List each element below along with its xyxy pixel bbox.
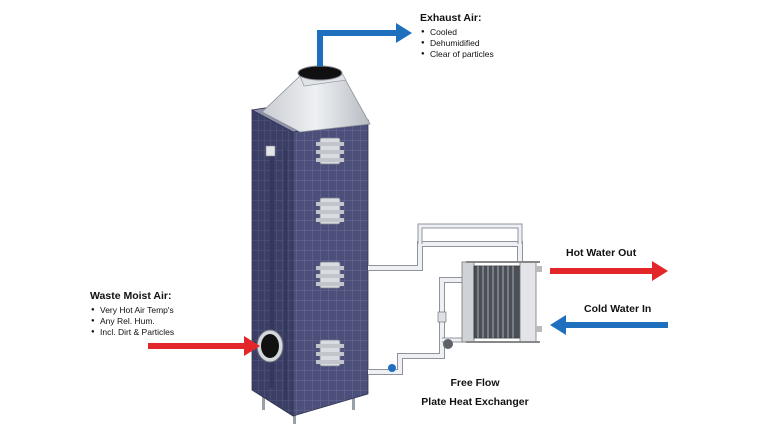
inspection-door (316, 197, 344, 225)
inspection-door (316, 339, 344, 367)
exchanger-caption: Free Flow Plate Heat Exchanger (410, 374, 540, 412)
hot-water-out-label: Hot Water Out (566, 247, 637, 259)
water-piping (368, 223, 523, 375)
cold-water-in-label: Cold Water In (584, 303, 652, 315)
exhaust-air-title: Exhaust Air: (420, 12, 482, 24)
waste-air-item: Very Hot Air Temp's (91, 305, 174, 316)
exhaust-air-arrow (317, 23, 412, 66)
waste-moist-air-callout: Waste Moist Air: Very Hot Air Temp's Any… (90, 290, 174, 338)
inspection-door (316, 261, 344, 289)
scrubber-tower (250, 97, 370, 424)
waste-air-item: Incl. Dirt & Particles (91, 327, 174, 338)
hot-water-out-arrow (550, 261, 668, 281)
waste-air-item: Any Rel. Hum. (91, 316, 174, 327)
exhaust-air-item: Clear of particles (421, 49, 494, 60)
exhaust-air-item: Dehumidified (421, 38, 494, 49)
exhaust-air-item: Cooled (421, 27, 494, 38)
air-inlet (256, 329, 284, 363)
exchanger-caption-line1: Free Flow (450, 377, 500, 389)
cold-water-in-arrow (550, 315, 668, 335)
waste-air-arrow (148, 336, 260, 356)
inspection-door (316, 137, 344, 165)
exhaust-air-callout: Exhaust Air: Cooled Dehumidified Clear o… (420, 12, 494, 60)
plate-heat-exchanger (461, 261, 542, 343)
exhaust-hood (261, 65, 371, 133)
exchanger-caption-line2: Plate Heat Exchanger (421, 396, 529, 408)
waste-moist-air-title: Waste Moist Air: (90, 290, 172, 302)
